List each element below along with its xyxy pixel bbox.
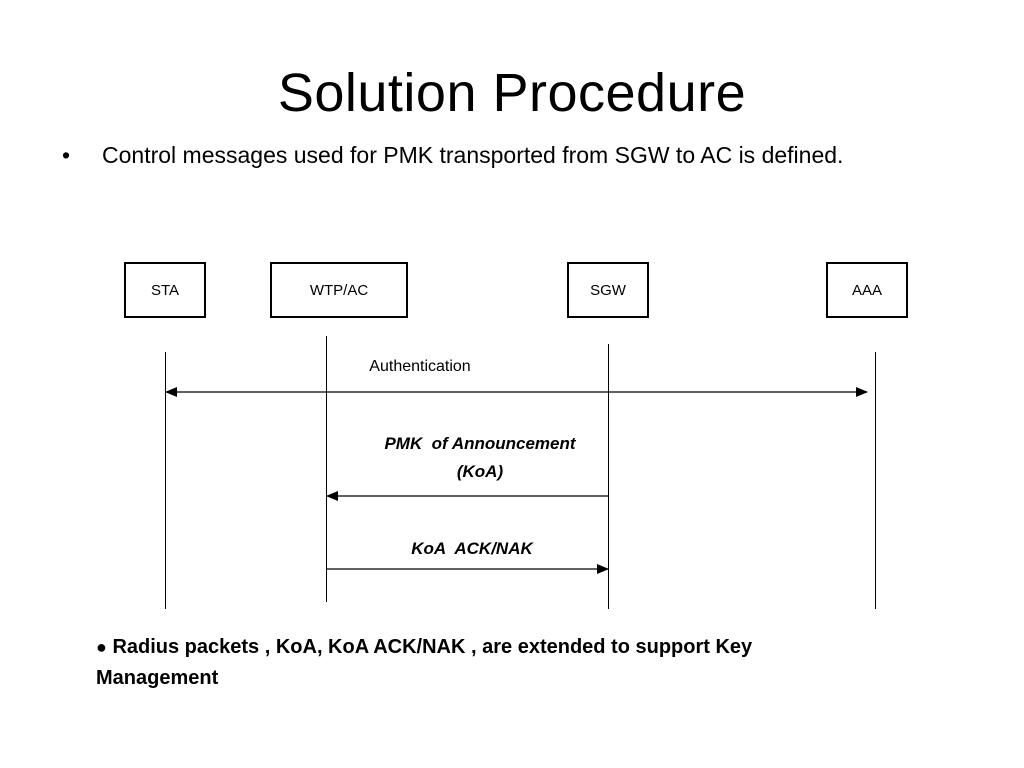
footnote-text: Radius packets , KoA, KoA ACK/NAK , are … <box>96 636 753 689</box>
koa-label-line-2: (KoA) <box>456 462 504 481</box>
node-wtp-ac: WTP/AC <box>270 262 408 318</box>
koa-label-line-1: PMK of Announcement <box>384 434 576 453</box>
lifeline-wtp-ac <box>326 336 327 602</box>
authentication-label: Authentication <box>369 358 471 375</box>
node-sgw: SGW <box>567 262 649 318</box>
bullet-icon: • <box>62 142 71 168</box>
lifeline-aaa <box>875 352 876 609</box>
slide-title: Solution Procedure <box>277 63 747 123</box>
node-aaa: AAA <box>826 262 908 318</box>
node-sta: STA <box>124 262 206 318</box>
bullet-item: • Control messages used for PMK transport… <box>62 142 843 169</box>
filled-circle-icon: ● <box>96 637 107 657</box>
lifeline-sgw <box>608 344 609 609</box>
koa-ack-nak-label: KoA ACK/NAK <box>411 539 533 558</box>
bullet-text: Control messages used for PMK transporte… <box>102 142 844 168</box>
footnote: ● Radius packets , KoA, KoA ACK/NAK , ar… <box>96 632 856 694</box>
lifeline-sta <box>165 352 166 609</box>
koa-label: PMK of Announcement (KoA) <box>340 430 620 486</box>
